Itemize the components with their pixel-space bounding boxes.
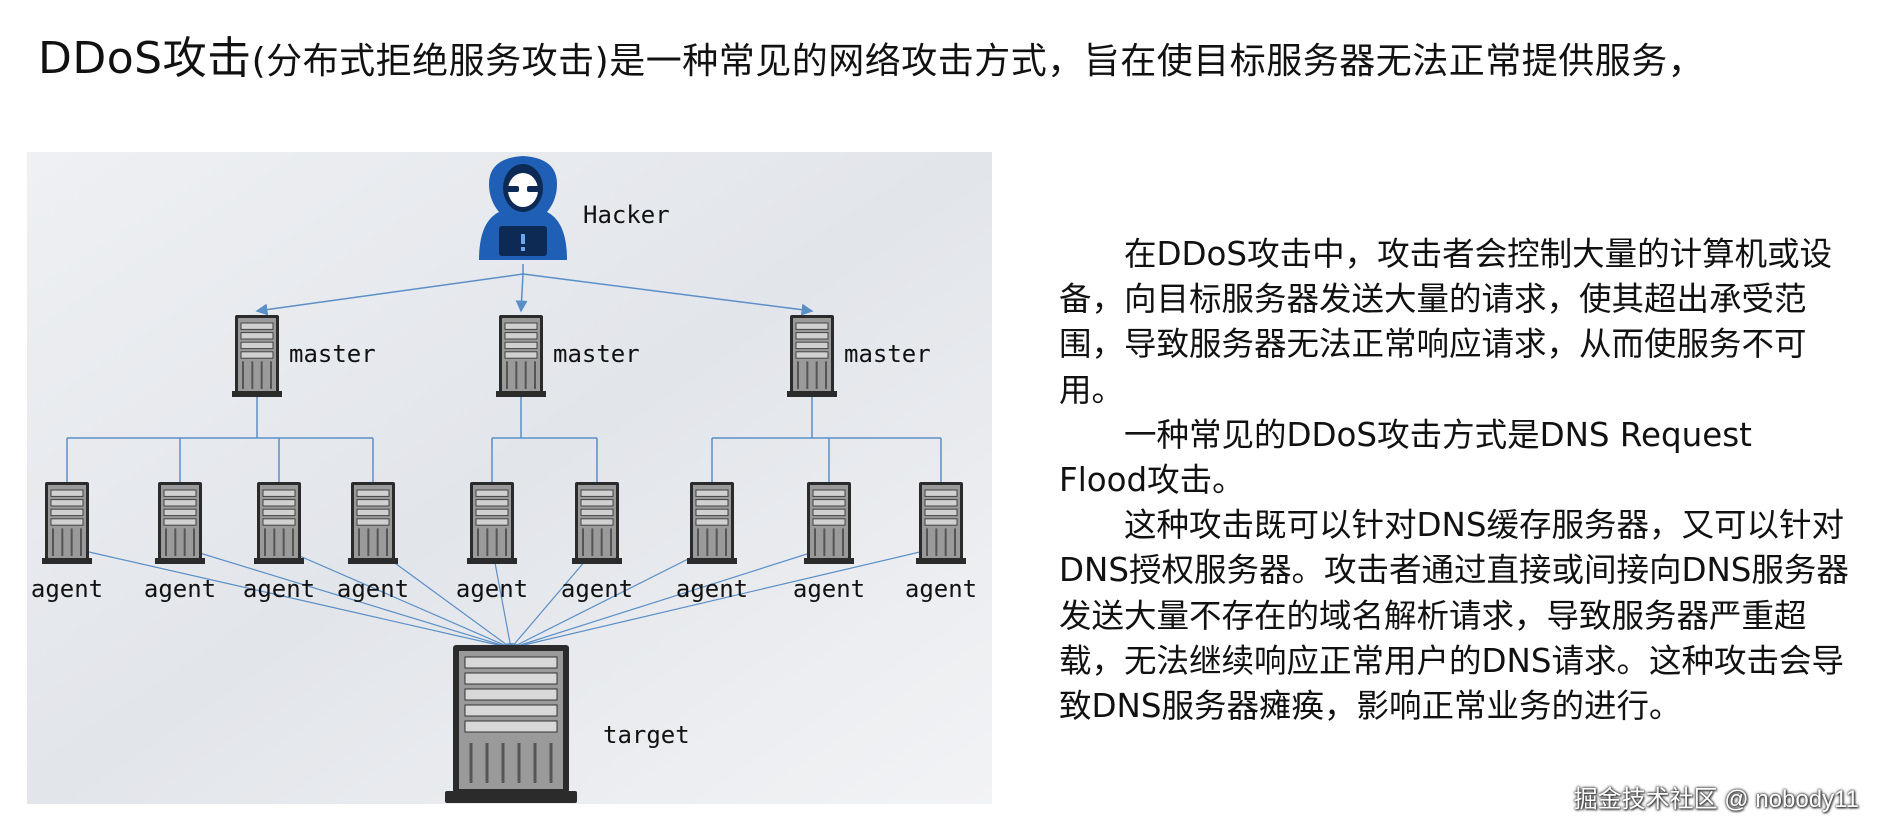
agent-server-icon-7 bbox=[687, 482, 737, 564]
master-label-2: master bbox=[553, 340, 640, 368]
title-term: DDoS攻击 bbox=[38, 33, 252, 84]
description: 在DDoS攻击中，攻击者会控制大量的计算机或设备，向目标服务器发送大量的请求，使… bbox=[1059, 232, 1849, 729]
agent-server-icon-5 bbox=[467, 482, 517, 564]
agent-label-7: agent bbox=[676, 575, 748, 603]
agent-label-5: agent bbox=[456, 575, 528, 603]
hacker-to-master-line-2 bbox=[515, 273, 528, 313]
master-server-icon-3 bbox=[787, 315, 837, 397]
agent-label-4: agent bbox=[337, 575, 409, 603]
hacker-to-master-line-1 bbox=[255, 273, 524, 316]
agent-label-6: agent bbox=[561, 575, 633, 603]
title-rest: (分布式拒绝服务攻击)是一种常见的网络攻击方式，旨在使目标服务器无法正常提供服务… bbox=[251, 41, 1705, 82]
hacker-label: Hacker bbox=[583, 201, 670, 229]
page-title: DDoS攻击(分布式拒绝服务攻击)是一种常见的网络攻击方式，旨在使目标服务器无法… bbox=[38, 22, 1858, 86]
attack-line-1 bbox=[66, 546, 512, 649]
hacker-node: Hacker bbox=[479, 156, 670, 260]
agent-label-2: agent bbox=[144, 575, 216, 603]
master-server-icon-1 bbox=[232, 315, 282, 397]
target-server-icon bbox=[445, 643, 577, 803]
connection-lines bbox=[66, 264, 942, 649]
agent-server-icon-2 bbox=[155, 482, 205, 564]
agent-label-3: agent bbox=[243, 575, 315, 603]
agent-label-9: agent bbox=[905, 575, 977, 603]
master-server-icon-2 bbox=[496, 315, 546, 397]
hacker-icon bbox=[479, 156, 567, 260]
agent-label-8: agent bbox=[793, 575, 865, 603]
attack-line-7 bbox=[510, 546, 713, 649]
agent-server-icon-8 bbox=[804, 482, 854, 564]
hacker-to-master-line-3 bbox=[522, 273, 814, 316]
attack-line-2 bbox=[179, 546, 512, 649]
attack-line-8 bbox=[510, 546, 830, 649]
paragraph-3: 这种攻击既可以针对DNS缓存服务器，又可以针对DNS授权服务器。攻击者通过直接或… bbox=[1059, 506, 1849, 726]
master-label-1: master bbox=[289, 340, 376, 368]
attack-line-9 bbox=[510, 546, 942, 649]
agent-server-icon-9 bbox=[916, 482, 966, 564]
agent-server-icon-1 bbox=[42, 482, 92, 564]
paragraph-2: 一种常见的DDoS攻击方式是DNS Request Flood攻击。 bbox=[1059, 415, 1752, 500]
paragraph-1: 在DDoS攻击中，攻击者会控制大量的计算机或设备，向目标服务器发送大量的请求，使… bbox=[1059, 235, 1833, 409]
target-label: target bbox=[603, 721, 690, 749]
agent-server-icon-6 bbox=[572, 482, 622, 564]
master-label-3: master bbox=[844, 340, 931, 368]
agent-server-icon-4 bbox=[348, 482, 398, 564]
attack-line-3 bbox=[278, 546, 512, 649]
watermark: 掘金技术社区 @ nobody11 bbox=[1573, 786, 1859, 813]
agent-server-icon-3 bbox=[254, 482, 304, 564]
agent-label-1: agent bbox=[31, 575, 103, 603]
